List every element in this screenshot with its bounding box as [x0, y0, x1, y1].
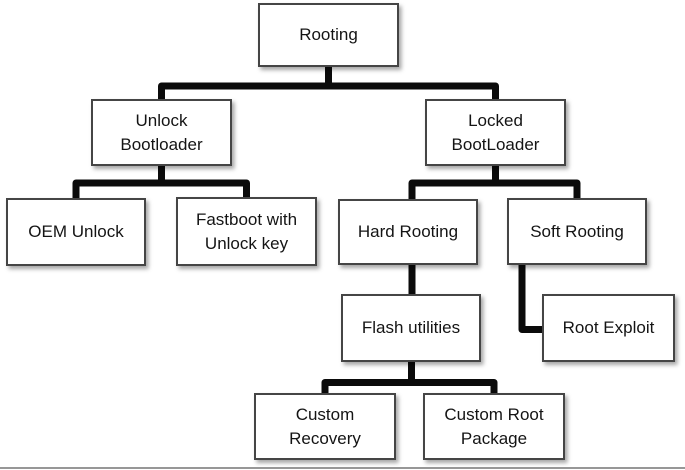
node-oem-unlock: OEM Unlock [6, 198, 146, 266]
node-label: OEM Unlock [28, 222, 124, 241]
node-rooting: Rooting [258, 3, 399, 67]
node-label: Soft Rooting [530, 221, 624, 241]
edge-locked-children [408, 179, 581, 201]
node-custom-root-package: Custom Root Package [423, 393, 565, 460]
node-label: Hard Rooting [357, 222, 459, 241]
node-label: Custom Recovery [289, 404, 361, 448]
edge-soft-exploit [518, 262, 545, 333]
node-fastboot-with-unlock-key: Fastboot with Unlock key [176, 197, 317, 266]
node-label: Rooting [299, 25, 358, 44]
node-label: Unlock Bootloader [120, 110, 203, 154]
node-hard-rooting: Hard Rooting [338, 199, 478, 265]
node-custom-recovery: Custom Recovery [254, 393, 396, 460]
bottom-rule [0, 467, 685, 469]
edge-rooting-children [158, 82, 499, 100]
node-label: Fastboot with Unlock key [195, 209, 298, 253]
node-root-exploit: Root Exploit [542, 294, 675, 362]
node-label: Root Exploit [562, 318, 655, 337]
node-unlock-bootloader: Unlock Bootloader [91, 99, 232, 166]
node-locked-bootloader: Locked BootLoader [425, 99, 566, 166]
edge-flash-children [321, 379, 498, 395]
node-label: Flash utilities [361, 318, 461, 337]
node-label: Locked BootLoader [451, 110, 540, 154]
node-flash-utilities: Flash utilities [341, 294, 481, 362]
node-soft-rooting: Soft Rooting [507, 198, 647, 265]
node-label: Custom Root Package [444, 404, 544, 448]
edge-unlock-children [72, 179, 250, 200]
